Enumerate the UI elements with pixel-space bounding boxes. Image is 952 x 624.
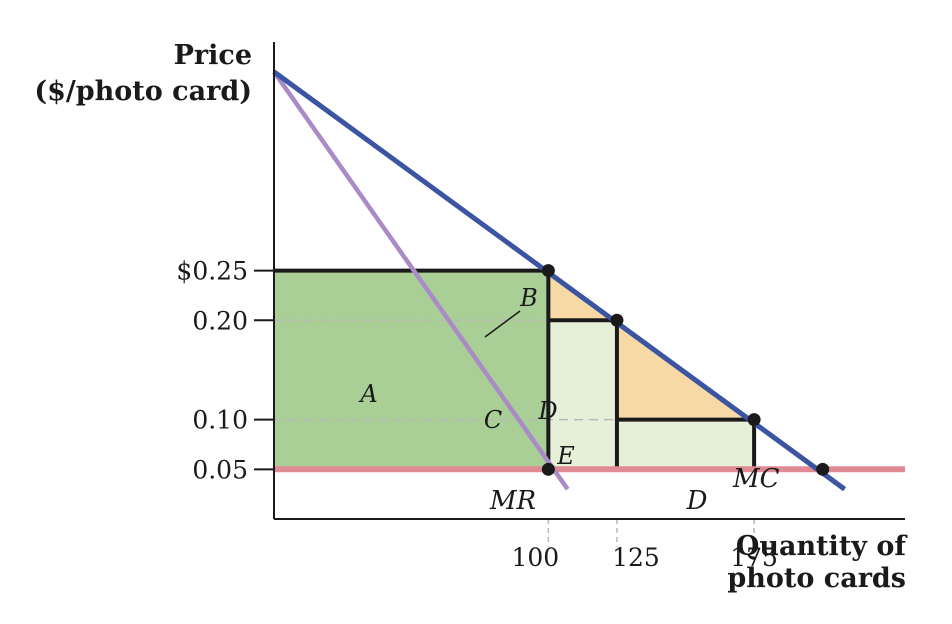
series-mr-line	[272, 70, 570, 491]
x-tick-label-100: 100	[511, 543, 559, 572]
region-label-e: E	[556, 442, 575, 470]
region-e	[616, 419, 755, 470]
region-label-d: D	[537, 397, 557, 425]
x-tick-label-175: 175	[730, 543, 778, 572]
region-label-b: B	[519, 284, 538, 312]
point-3	[541, 462, 555, 476]
y-tick-label-0-10: 0.10	[192, 406, 248, 435]
y-axis-title-line-2: ($/photo card)	[34, 76, 252, 107]
region-b-leader	[484, 310, 521, 338]
y-axis-title-line-1: Price	[174, 40, 252, 71]
region-a	[274, 270, 549, 470]
point-1	[610, 313, 624, 327]
region-label-a: A	[358, 380, 377, 408]
point-0	[541, 264, 555, 278]
y-tick-label-0-05: 0.05	[192, 455, 248, 484]
x-axis-title-line-1: Quantity of	[736, 531, 909, 562]
x-tick-label-125: 125	[612, 543, 660, 572]
x-axis-title-line-2: photo cards	[727, 563, 906, 594]
curve-label-mc: MC	[732, 464, 780, 494]
dashed-guides	[274, 319, 755, 547]
point-2	[747, 413, 761, 427]
region-c	[548, 320, 617, 470]
curve-label-mr: MR	[489, 486, 536, 516]
region-label-c: C	[484, 406, 502, 434]
y-tick-label-0-20: 0.20	[192, 306, 248, 335]
point-4	[816, 462, 830, 476]
axis-ticks: $0.25 0.20 0.10 0.05 100 125 175	[176, 257, 778, 572]
points	[541, 264, 830, 476]
labels: Price ($/photo card) Quantity of photo c…	[34, 40, 908, 594]
y-tick-label-0-25: $0.25	[176, 257, 248, 286]
curve-label-d: D	[686, 486, 708, 516]
axes	[273, 42, 905, 520]
